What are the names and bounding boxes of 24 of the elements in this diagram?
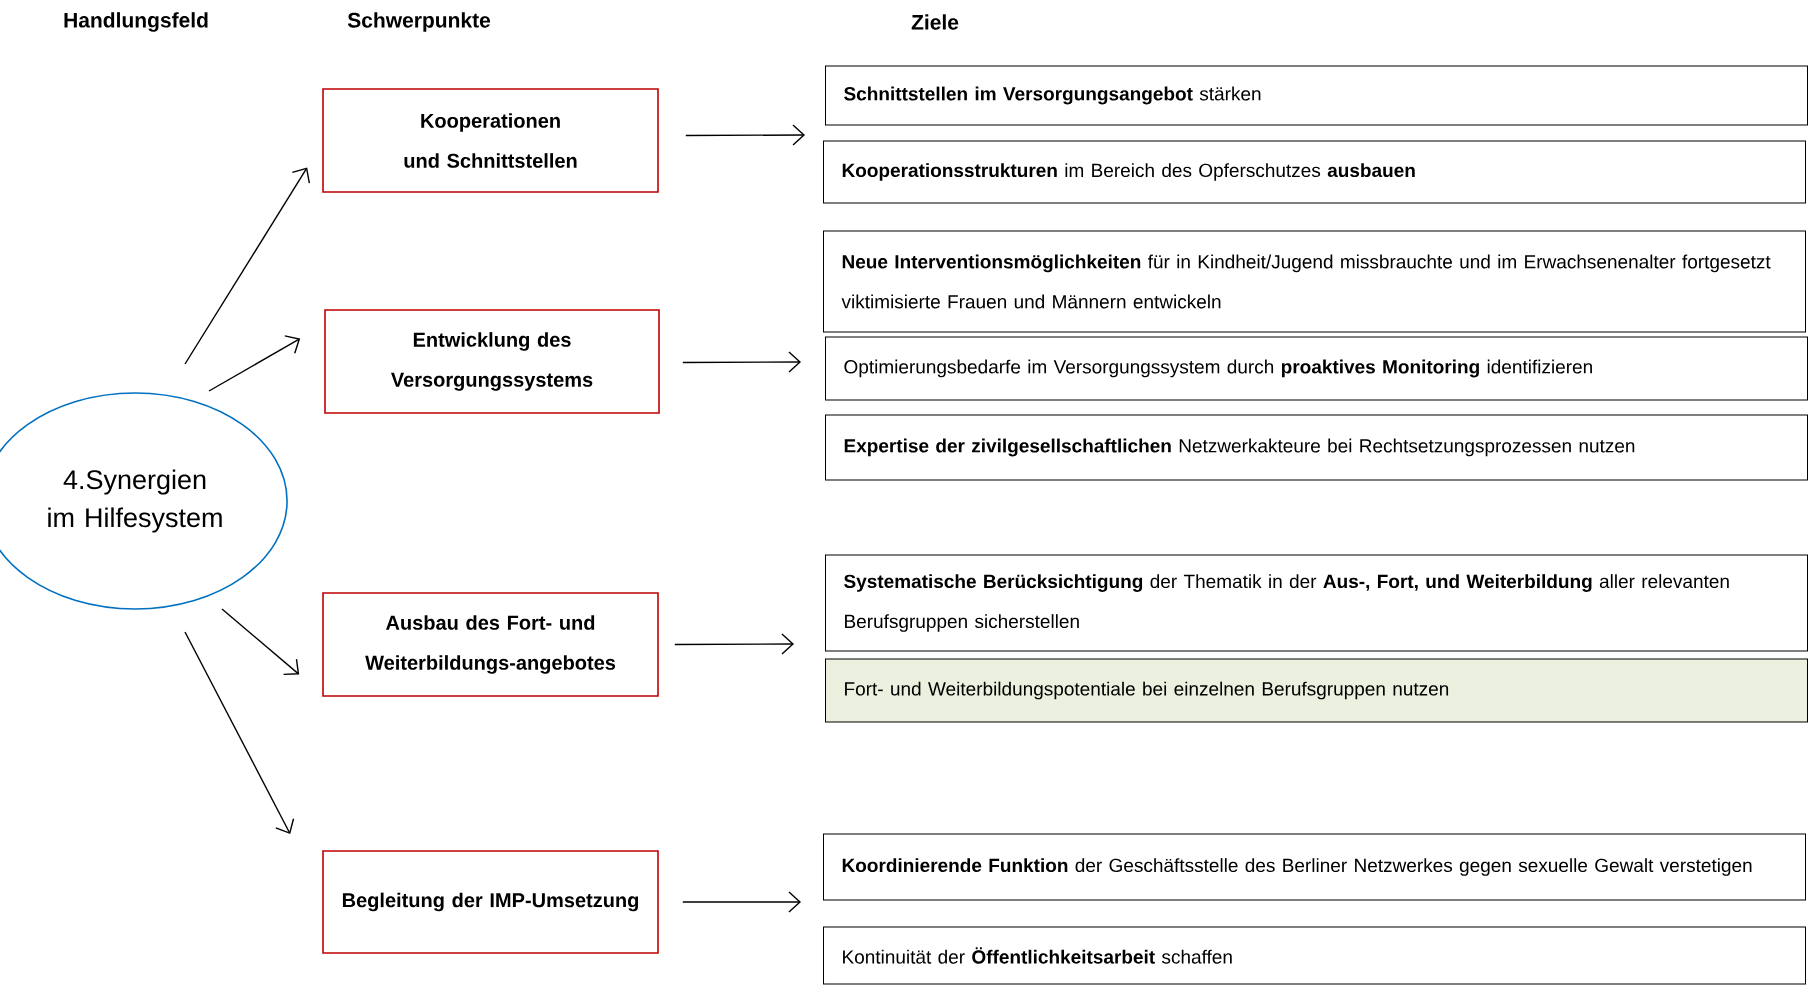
goal-box: Expertise der zivilgesellschaftlichen Netzwerkakteure bei Rechtsetzungsprozessen nutzen xyxy=(825,414,1808,481)
goal-box: Kontinuität der Öffentlichkeitsarbeit schaffen xyxy=(823,926,1806,985)
focus-box: Ausbau des Fort- und Weiterbildungs-angebotes xyxy=(322,592,659,697)
column-heading: Schwerpunkte xyxy=(347,12,491,32)
column-heading: Ziele xyxy=(911,14,959,30)
goal-box: Optimierungsbedarfe im Versorgungssystem durch proaktives Monitoring identifizieren xyxy=(825,336,1808,401)
goal-box: Schnittstellen im Versorgungsangebot stärken xyxy=(825,65,1808,126)
arrow xyxy=(682,351,801,373)
arrow xyxy=(221,608,300,676)
goal-box: Neue Interventionsmöglichkeiten für in Kindheit/Jugend missbrauchte und im Erwachsenenalter fortgesetzt viktimisierte Frauen und Männern entwickeln xyxy=(823,230,1806,333)
arrow xyxy=(685,124,805,146)
column-heading: Handlungsfeld xyxy=(64,12,208,32)
arrow xyxy=(682,891,801,913)
arrow xyxy=(208,335,301,392)
goal-box: Kooperationsstrukturen im Bereich des Opferschutzes ausbauen xyxy=(823,140,1806,204)
focus-box: Kooperationen und Schnittstellen xyxy=(322,88,659,193)
goal-box: Systematische Berücksichtigung der Thematik in der Aus-, Fort, und Weiterbildung aller relevanten Berufsgruppen sicherstellen xyxy=(825,554,1808,652)
arrow xyxy=(184,167,311,365)
arrow xyxy=(674,633,794,655)
goal-box: Koordinierende Funktion der Geschäftsstelle des Berliner Netzwerkes gegen sexuelle Gewalt verstetigen xyxy=(823,833,1806,901)
arrow xyxy=(184,631,295,834)
focus-box: Begleitung der IMP-Umsetzung xyxy=(322,850,659,954)
goal-box: Fort- und Weiterbildungspotentiale bei einzelnen Berufsgruppen nutzen xyxy=(825,658,1808,723)
focus-box: Entwicklung des Versorgungssystems xyxy=(324,309,660,414)
